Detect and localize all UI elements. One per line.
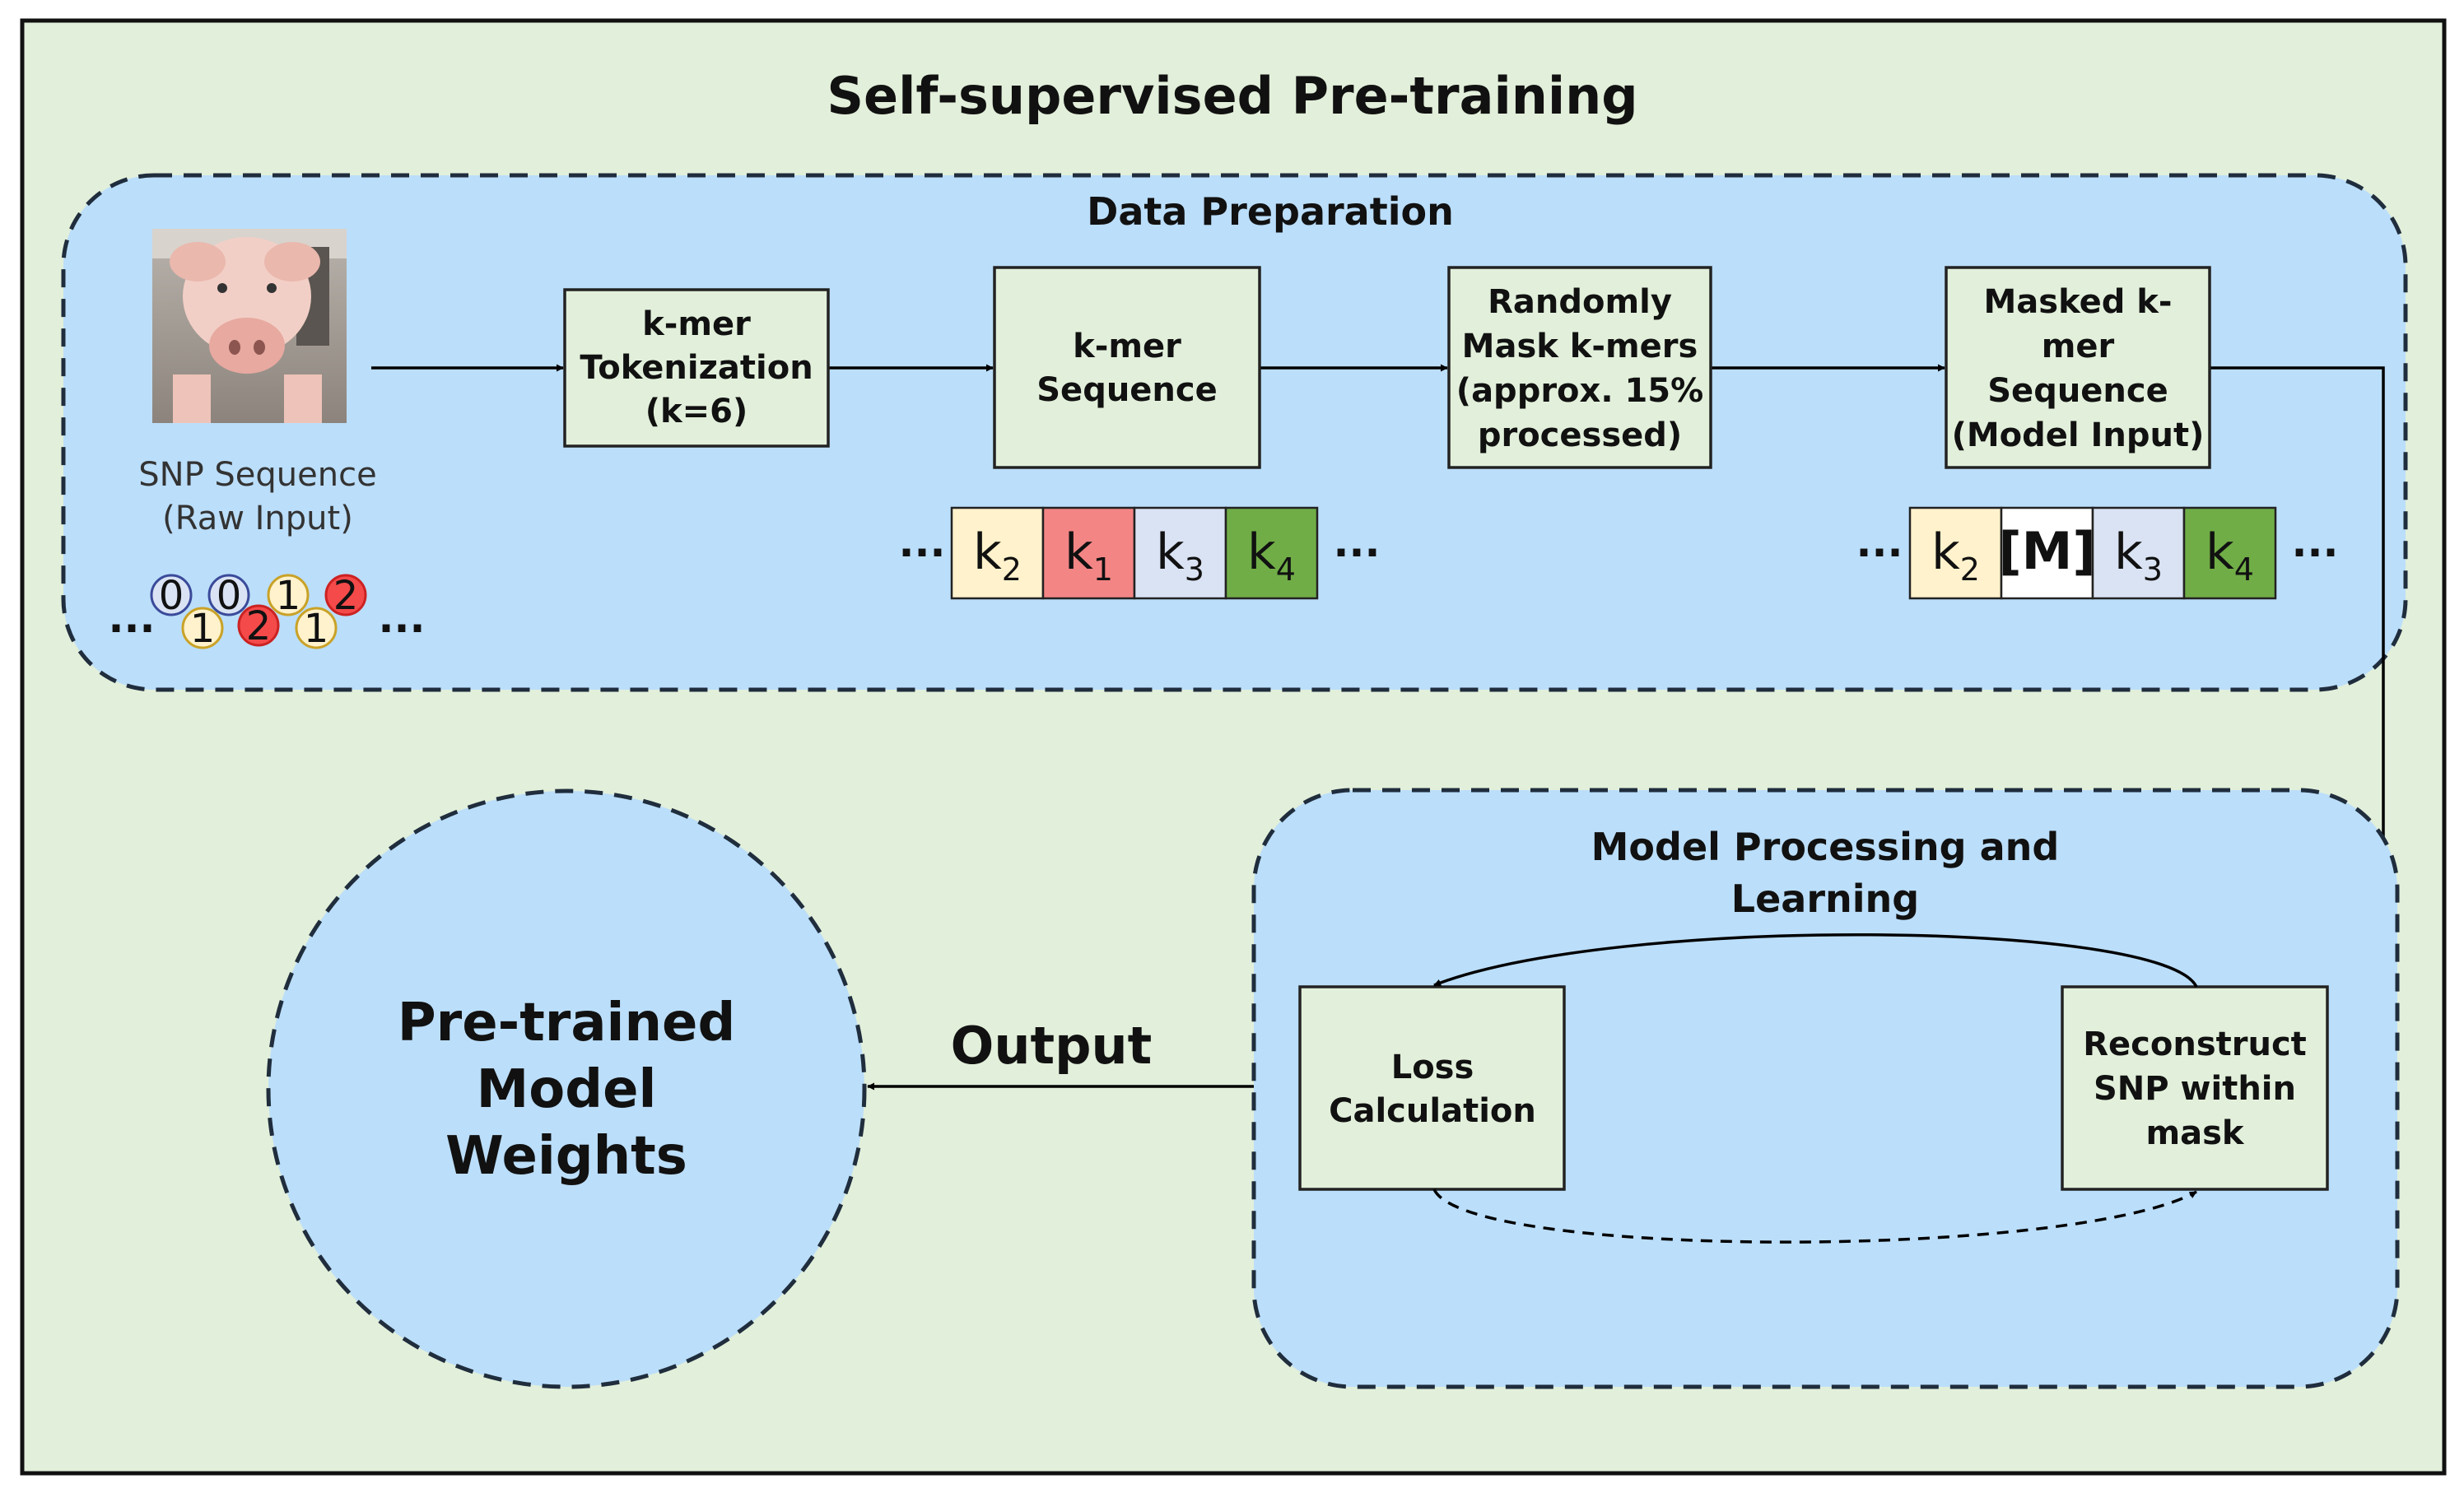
pretrained-weights-circle [266, 788, 867, 1389]
kmer-token-cell [1224, 506, 1319, 600]
kmer-token-label: [M] [1998, 521, 2095, 581]
snp-digit: 0 [159, 573, 184, 619]
kmer-token-label: k3 [1156, 523, 1204, 588]
data-preparation-label: Data Preparation [1087, 189, 1454, 234]
tokenization-line3: (k=6) [645, 393, 748, 430]
pig-photo [152, 229, 347, 423]
kmer-token-label: k4 [2205, 523, 2254, 588]
loss-calculation-box: Loss Calculation [1298, 985, 1566, 1191]
model-processing-panel [1251, 788, 2400, 1389]
masked-sequence-line1: Masked k- [1983, 283, 2172, 321]
snp-digit-circle [267, 574, 310, 616]
kmer-token-label: k2 [973, 523, 1022, 588]
masked-sequence-line3: Sequence [1987, 372, 2168, 410]
weights-line2: Model [477, 1059, 657, 1120]
kmer-token-label: k4 [1247, 523, 1296, 588]
snp-digit: 1 [190, 606, 216, 652]
weights-line3: Weights [445, 1126, 687, 1187]
kmer-token-cell [950, 506, 1045, 600]
random-mask-line2: Mask k-mers [1462, 328, 1698, 365]
random-mask-line1: Randomly [1488, 283, 1672, 321]
masked-sequence-line4: (Model Input) [1952, 416, 2205, 454]
tokenization-line1: k-mer [642, 305, 751, 343]
arrow-loss-to-reconstruct [1432, 1188, 2197, 1244]
snp-digit: 0 [217, 573, 242, 619]
loss-line2: Calculation [1329, 1092, 1536, 1130]
random-mask-line4: processed) [1478, 416, 1682, 454]
tokens-left-ellipsis-end: ... [1334, 519, 1381, 566]
snp-digit: 2 [333, 573, 359, 619]
reconstruct-line2: SNP within [2094, 1070, 2296, 1108]
snp-digit: 1 [276, 573, 301, 619]
reconstruct-box: Reconstruct SNP within mask [2061, 985, 2329, 1191]
model-processing-label-line1: Model Processing and [1591, 825, 2060, 869]
tokens-right-ellipsis-end: ... [2292, 519, 2339, 566]
tokens-right-ellipsis-start: ... [1856, 519, 1903, 566]
tokenization-box: k-mer Tokenization (k=6) [563, 288, 830, 448]
kmer-token-cell [1908, 506, 2003, 600]
kmer-token-label: k1 [1064, 523, 1113, 588]
masked-sequence-line2: mer [2042, 328, 2115, 365]
masked-sequence-box: Masked k- mer Sequence (Model Input) [1945, 266, 2211, 469]
kmer-token-cell [1133, 506, 1227, 600]
kmer-token-label: k3 [2114, 523, 2163, 588]
snp-digit-circle [324, 574, 367, 616]
arrow-reconstruct-to-loss [1433, 933, 2198, 988]
kmer-sequence-line1: k-mer [1073, 328, 1181, 365]
page-title: Self-supervised Pre-training [827, 66, 1637, 126]
snp-digit-circle [181, 607, 224, 649]
snp-digit-circle [150, 574, 193, 616]
model-processing-label-line2: Learning [1731, 877, 1919, 921]
snp-digit-circle [207, 574, 250, 616]
raw-input-label-line1: SNP Sequence [138, 456, 376, 494]
tokenization-line2: Tokenization [580, 349, 813, 387]
snp-ellipsis-right: ... [379, 594, 426, 642]
loss-line1: Loss [1391, 1049, 1474, 1086]
snp-digit-circle [237, 604, 280, 647]
kmer-sequence-box: k-mer Sequence [993, 266, 1261, 469]
output-label: Output [951, 1016, 1153, 1076]
random-mask-line3: (approx. 15% [1456, 372, 1703, 410]
kmer-token-strip: k2 k1 k3 k4 [950, 506, 1319, 600]
masked-token-strip: k2 [M] k3 k4 [1908, 506, 2277, 600]
kmer-token-cell [2182, 506, 2277, 600]
snp-digit: 1 [304, 606, 329, 652]
kmer-token-cell [2091, 506, 2186, 600]
kmer-sequence-line2: Sequence [1036, 371, 1218, 409]
snp-ellipsis-left: ... [109, 594, 156, 642]
kmer-token-cell [2000, 506, 2094, 600]
snp-digit: 2 [246, 603, 272, 649]
random-mask-box: Randomly Mask k-mers (approx. 15% proces… [1447, 266, 1712, 469]
reconstruct-line1: Reconstruct [2083, 1026, 2307, 1063]
reconstruct-line3: mask [2145, 1114, 2244, 1152]
kmer-token-label: k2 [1931, 523, 1980, 588]
tokens-left-ellipsis-start: ... [899, 519, 946, 566]
weights-line1: Pre-trained [398, 993, 736, 1053]
raw-input-label-line2: (Raw Input) [162, 500, 353, 537]
snp-digit-circle [295, 607, 338, 649]
